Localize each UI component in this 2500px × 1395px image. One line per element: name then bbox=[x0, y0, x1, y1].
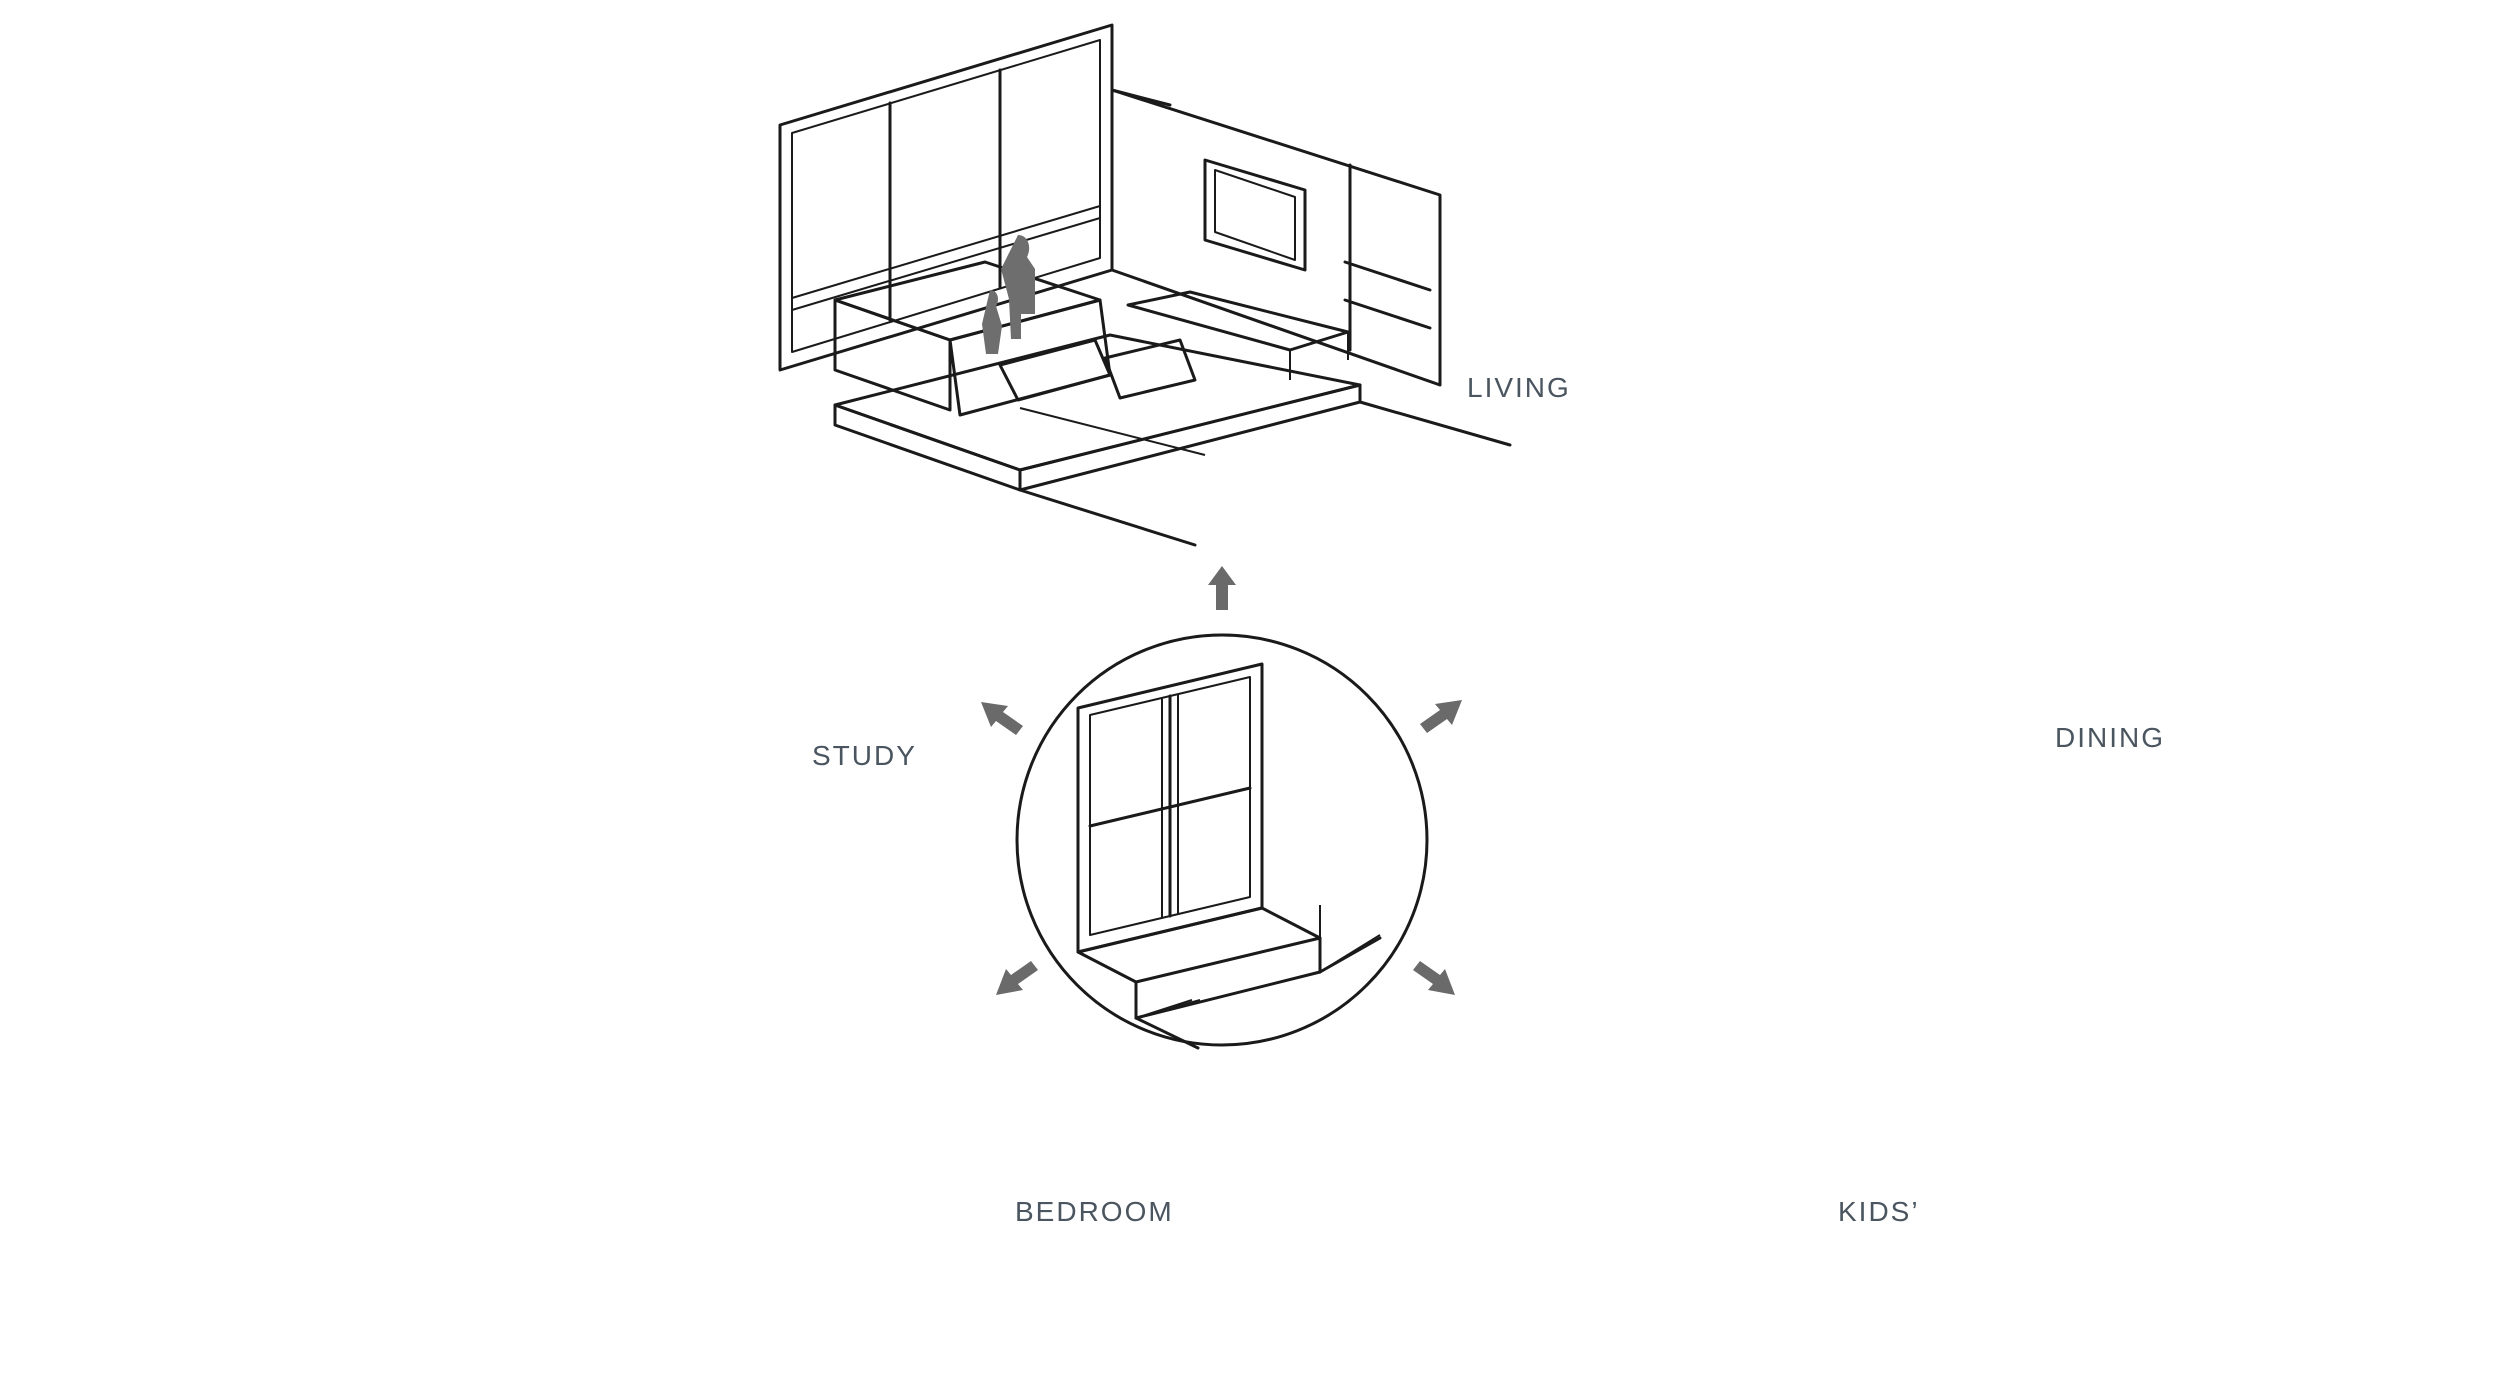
arrow-up-left-icon bbox=[981, 702, 1023, 735]
label-living: LIVING bbox=[1467, 372, 1571, 403]
arrow-up-icon bbox=[1208, 566, 1236, 610]
label-dining: DINING bbox=[2055, 722, 2165, 753]
central-window-module bbox=[1015, 633, 1429, 1050]
child-figure bbox=[982, 290, 1002, 354]
living-room-vignette bbox=[778, 23, 1512, 547]
label-kids: KIDS’ bbox=[1838, 1196, 1920, 1227]
label-bedroom: BEDROOM bbox=[1015, 1196, 1174, 1227]
arrow-up-right-icon bbox=[1420, 700, 1462, 733]
person-seated-figure bbox=[1001, 235, 1035, 339]
arrow-down-left-icon bbox=[996, 961, 1038, 995]
arrow-down-right-icon bbox=[1413, 961, 1455, 995]
arrows bbox=[981, 566, 1462, 995]
label-study: STUDY bbox=[812, 740, 917, 771]
